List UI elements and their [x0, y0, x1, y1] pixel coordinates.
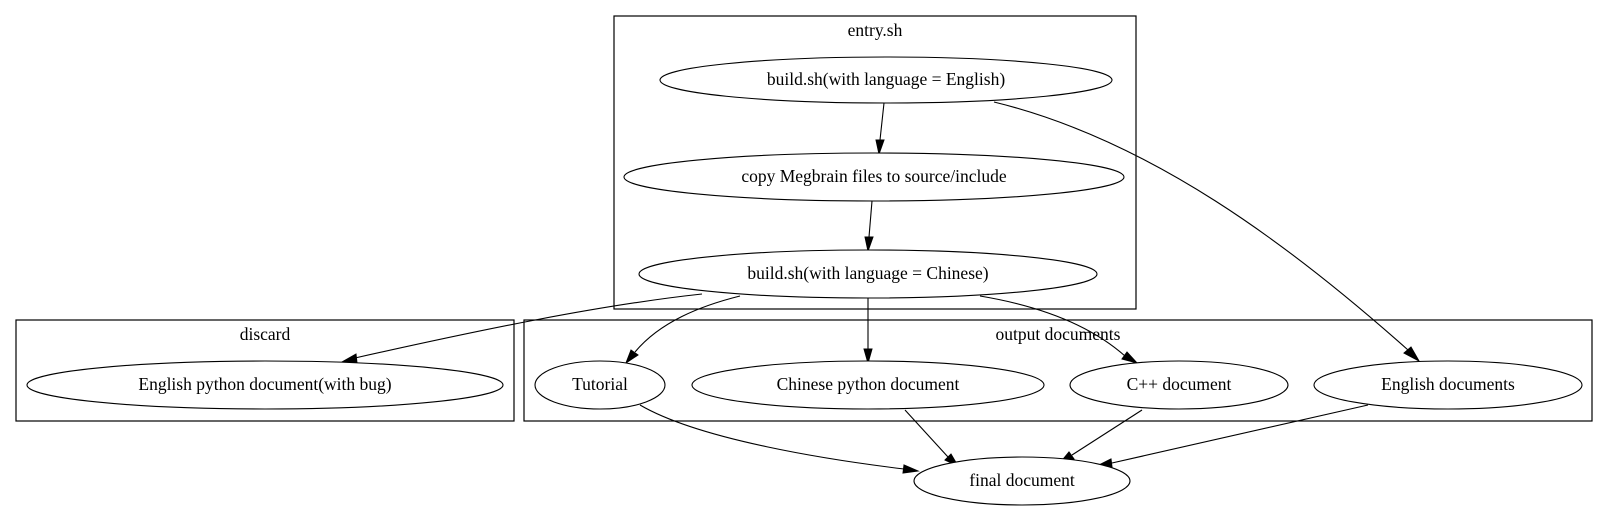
node-build-en-label: build.sh(with language = English)	[767, 69, 1005, 89]
cluster-entry: entry.sh	[613, 15, 1137, 310]
edge-copy-files-to-build-zh-arrowhead	[864, 236, 874, 253]
node-en-python: English python document(with bug)	[26, 360, 504, 410]
node-copy-files: copy Megbrain files to source/include	[623, 152, 1125, 202]
edge-build-zh-to-en-python	[354, 293, 703, 359]
node-cpp-doc-label: C++ document	[1127, 374, 1232, 394]
cluster-entry-label: entry.sh	[848, 20, 903, 40]
node-zh-python-label: Chinese python document	[777, 374, 960, 394]
cluster-output-label: output documents	[996, 324, 1121, 344]
edge-build-zh-to-cpp-doc-arrowhead	[1121, 351, 1139, 364]
node-cpp-doc: C++ document	[1069, 360, 1289, 410]
node-final-doc: final document	[913, 456, 1131, 506]
edges-layer	[340, 101, 1421, 474]
node-build-zh: build.sh(with language = Chinese)	[638, 249, 1098, 299]
node-tutorial-label: Tutorial	[572, 374, 628, 394]
edge-build-en-to-en-docs	[993, 101, 1409, 351]
node-copy-files-label: copy Megbrain files to source/include	[741, 166, 1007, 186]
cluster-discard: discard	[15, 319, 515, 422]
edge-build-en-to-copy-files-arrowhead	[875, 139, 885, 156]
edge-cpp-doc-to-final-doc	[1071, 409, 1143, 456]
edge-build-en-to-copy-files	[879, 102, 885, 141]
node-en-docs: English documents	[1313, 360, 1583, 410]
node-en-python-label: English python document(with bug)	[138, 374, 391, 394]
node-final-doc-label: final document	[969, 470, 1075, 490]
node-build-en: build.sh(with language = English)	[659, 56, 1113, 104]
edge-copy-files-to-build-zh	[868, 200, 873, 238]
edge-tutorial-to-final-doc	[639, 404, 905, 470]
edge-tutorial-to-final-doc-arrowhead	[902, 464, 920, 474]
edge-zh-python-to-final-doc	[904, 409, 949, 458]
node-build-zh-label: build.sh(with language = Chinese)	[747, 263, 988, 283]
edge-build-zh-to-en-python-arrowhead	[340, 353, 358, 364]
node-en-docs-label: English documents	[1381, 374, 1515, 394]
cluster-discard-label: discard	[240, 324, 291, 344]
node-zh-python: Chinese python document	[691, 360, 1045, 410]
edge-build-zh-to-tutorial	[634, 295, 741, 353]
node-tutorial: Tutorial	[534, 360, 666, 410]
edge-en-docs-to-final-doc	[1111, 404, 1369, 464]
edge-build-zh-to-tutorial-arrowhead	[624, 349, 639, 365]
edge-build-zh-to-cpp-doc	[979, 295, 1126, 357]
cluster-output: output documents	[523, 319, 1593, 422]
edge-build-en-to-en-docs-arrowhead	[1403, 346, 1421, 363]
edge-build-zh-to-zh-python-arrowhead	[863, 348, 873, 365]
